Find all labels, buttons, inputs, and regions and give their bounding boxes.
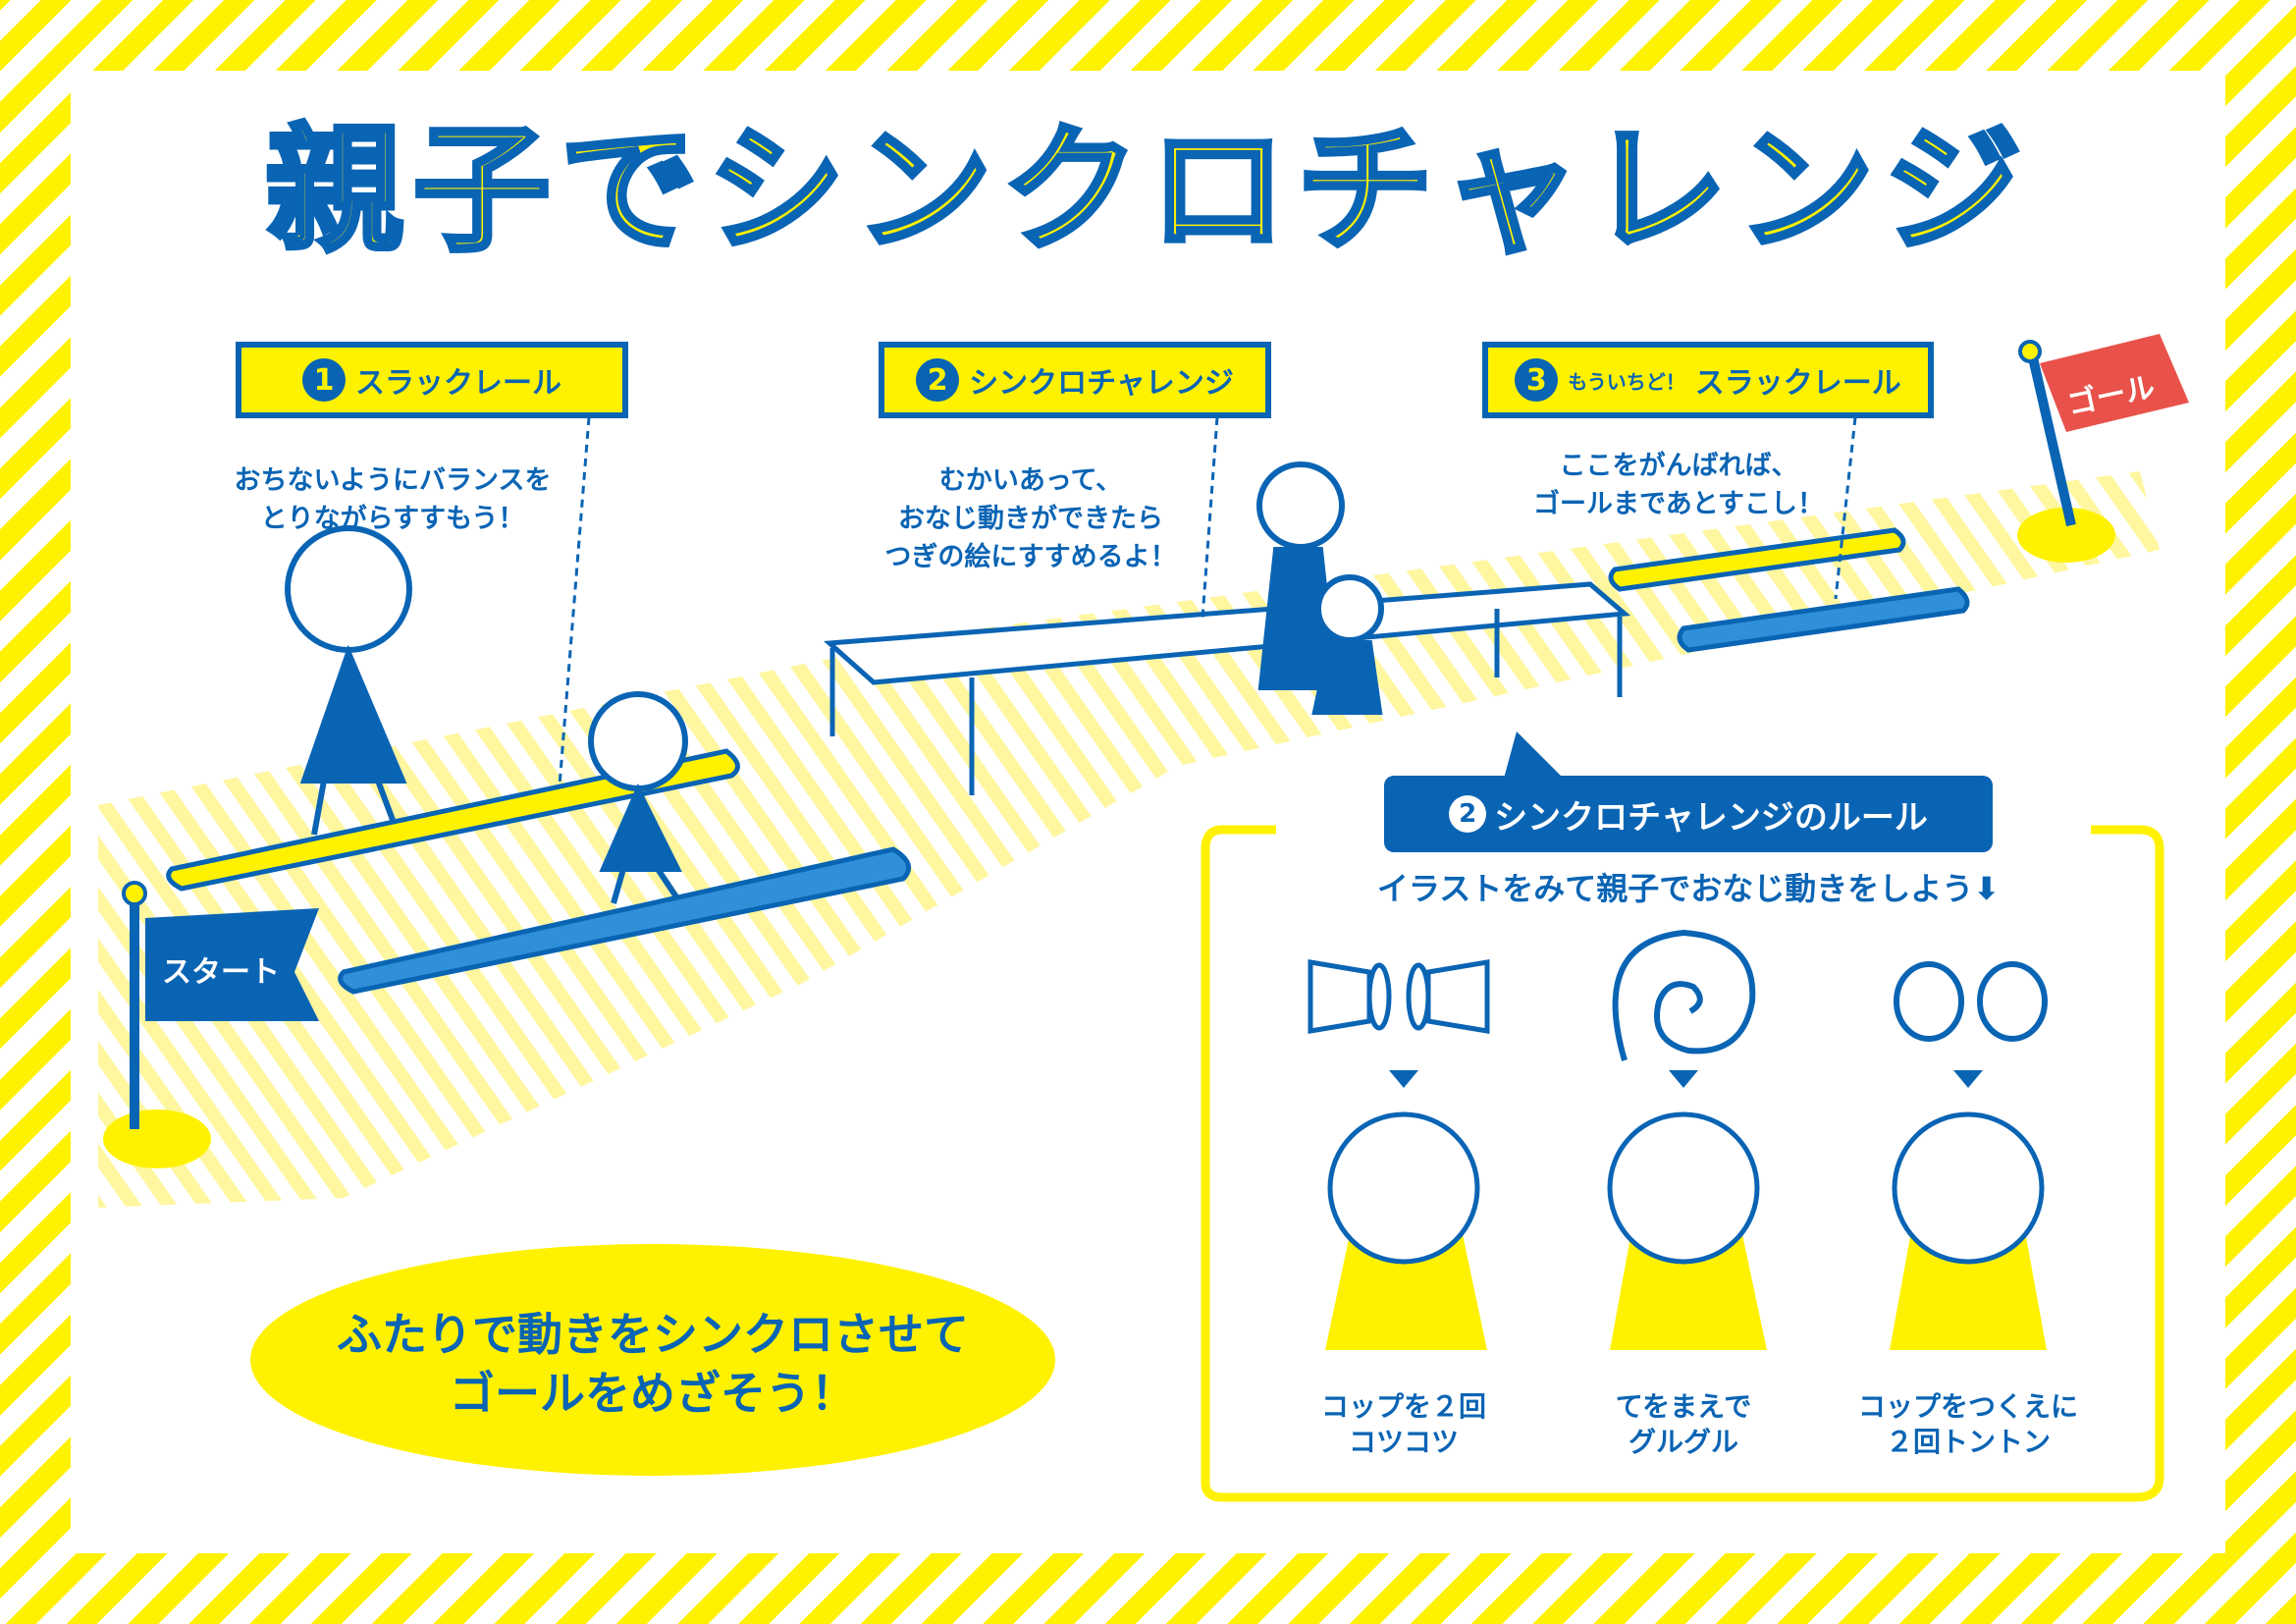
step-caption-1: おちないようにバランスを とりながらすすもう！	[196, 461, 589, 538]
rules-heading: 2 シンクロチャレンジのルール	[1384, 776, 1993, 852]
slogan-ellipse	[250, 1244, 1055, 1476]
kid-rule-figures	[1325, 1111, 2047, 1350]
step-banner-2: 2 シンクロチャレンジ	[879, 342, 1271, 418]
rule-label-line: コツコツ	[1348, 1426, 1459, 1459]
slack-rail-1	[166, 748, 912, 995]
caption-line: とりながらすすもう！	[260, 504, 525, 535]
two-circles-icon	[1894, 961, 2048, 1042]
step-caption-2: むかいあって、 おなじ動きができたら つぎの絵にすすめるよ！	[844, 461, 1217, 576]
rules-subheading-text: イラストをみて親子でおなじ動きをしよう	[1376, 870, 1974, 907]
down-arrow-icon: ⬇	[1973, 870, 2001, 907]
slack-rail-3	[1608, 527, 1970, 653]
caption-line: おなじ動きができたら	[898, 504, 1163, 535]
goal-flag-icon	[2017, 334, 2189, 563]
spiral-icon	[1612, 929, 1756, 1061]
rule-label-line: コップを２回	[1320, 1390, 1486, 1423]
start-flag-icon	[103, 881, 319, 1168]
rule-label-line: グルグル	[1628, 1426, 1738, 1459]
rule-label-3: コップをつくえに ２回トントン	[1826, 1389, 2110, 1461]
rules-box-border	[1201, 825, 2164, 1502]
step-number-3: 3	[1515, 358, 1559, 402]
path-ground	[98, 471, 2160, 1208]
slogan-line: ゴールをめざそう！	[450, 1366, 856, 1420]
step-caption-3: ここをがんばれば、 ゴールまであとすこし！	[1502, 447, 1855, 523]
slogan: ふたりで動きをシンクロさせて ゴールをめざそう！	[245, 1306, 1060, 1424]
child-figure	[588, 691, 688, 904]
step-number-2: 2	[916, 358, 960, 402]
rules-number: 2	[1449, 795, 1487, 833]
page-title: 親子でシンクロチャレンジ	[263, 109, 2032, 274]
rule-label-line: コップをつくえに	[1857, 1390, 2078, 1423]
rule-label-1: コップを２回 コツコツ	[1276, 1389, 1531, 1461]
caption-line: むかいあって、	[938, 465, 1123, 496]
table-pair-figures	[1256, 461, 1384, 715]
caption-line: おちないようにバランスを	[234, 465, 552, 496]
rule-label-line: ２回トントン	[1885, 1426, 2051, 1459]
step-label-2: シンクロチャレンジ	[969, 366, 1234, 401]
cups-side-icon	[1308, 959, 1490, 1034]
rules-heading-text: シンクロチャレンジのルール	[1494, 797, 1928, 838]
caption-line: つぎの絵にすすめるよ！	[884, 542, 1177, 573]
slogan-line: ふたりで動きをシンクロさせて	[337, 1308, 969, 1361]
mother-figure	[285, 525, 412, 836]
step-banner-3: 3 もういちど！ スラックレール	[1482, 342, 1934, 418]
step-number-1: 1	[302, 358, 346, 402]
rule-label-line: てをまえで	[1615, 1390, 1752, 1423]
rules-subheading: イラストをみて親子でおなじ動きをしよう⬇	[1237, 864, 2140, 909]
rule-label-2: てをまえで グルグル	[1556, 1389, 1811, 1461]
down-triangle-icons	[1389, 1070, 1983, 1088]
step-banner-1: 1 スラックレール	[236, 342, 628, 418]
step-label-1: スラックレール	[355, 366, 561, 401]
caption-line: ここをがんばれば、	[1559, 451, 1798, 481]
start-flag-label: スタート	[162, 955, 280, 990]
step-label-3: スラックレール	[1694, 366, 1901, 401]
caption-line: ゴールまであとすこし！	[1533, 489, 1824, 520]
step-prefix-3: もういちど！	[1568, 369, 1685, 394]
